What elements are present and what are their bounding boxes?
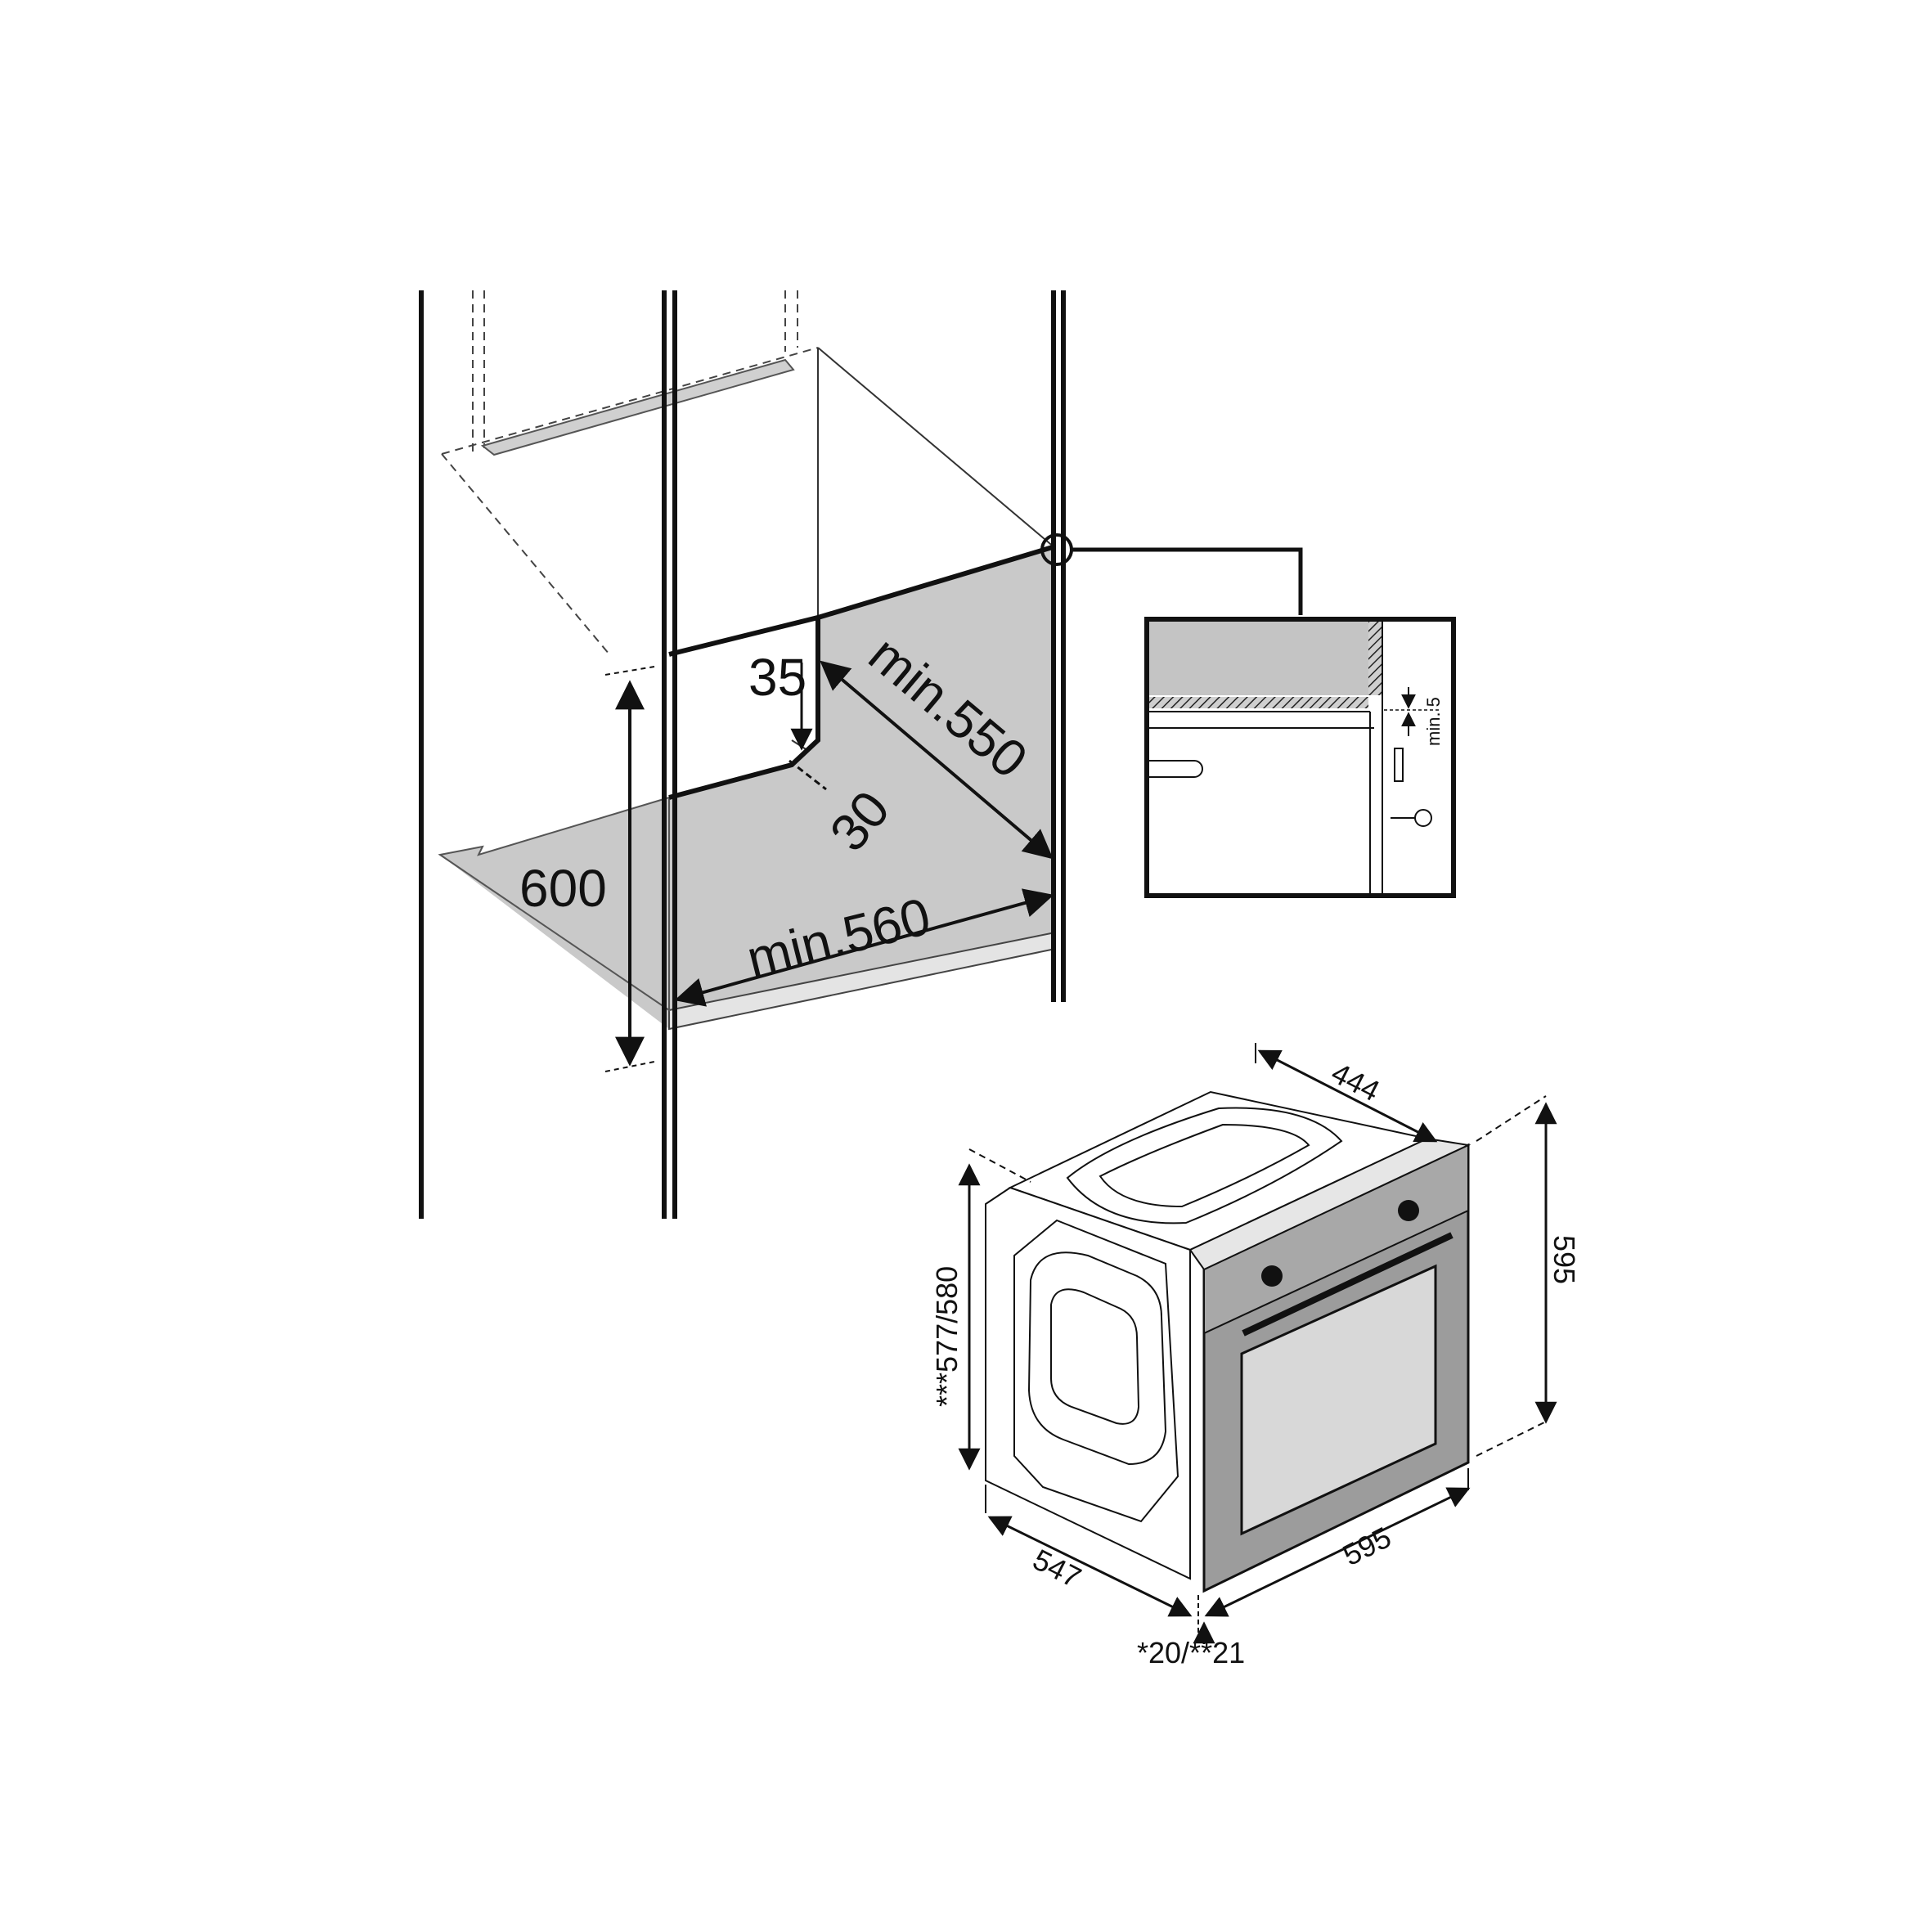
oven-height-label: 595 [1548, 1235, 1581, 1284]
niche-height-label: 600 [519, 859, 607, 918]
niche-opening [668, 544, 1056, 800]
detail-hatch-vertical [1368, 622, 1383, 695]
detail-oven-lines [1149, 622, 1432, 893]
oven-side-cutout [1013, 1219, 1179, 1523]
oven-depth-label: 547 [1027, 1543, 1086, 1595]
oven-drawing: 444 595 ***577/580 547 595 *20/**21 [930, 1043, 1581, 1669]
oven-top-depth-label: 444 [1326, 1056, 1385, 1108]
oven-body-height-label: ***577/580 [930, 1266, 964, 1407]
detail-hatch-horizontal [1149, 697, 1368, 708]
width-dimension-line [674, 888, 1054, 1007]
cabinet-boards [419, 290, 1066, 1219]
oven-side-inner-outline [1027, 1251, 1167, 1466]
oven-front-thickness-label: *20/**21 [1137, 1636, 1245, 1669]
oven-window [1240, 1264, 1437, 1536]
oven-dimension-lines [958, 1043, 1557, 1644]
height-ext-top [604, 666, 655, 676]
top-shelf-strip [480, 358, 795, 456]
oven-side [985, 1186, 1191, 1580]
niche-gap-top-label: 35 [748, 648, 806, 707]
detail-worktop [1149, 622, 1368, 695]
oven-knob-right [1398, 1200, 1419, 1221]
depth-dimension-line [820, 660, 1054, 860]
gap-back-dimension-line [789, 759, 827, 791]
detail-clearance-label: min. 5 [1423, 697, 1444, 746]
upper-cabinet-dashed [441, 290, 819, 655]
cabinet-niche: 600 35 30 min.550 min.560 [419, 290, 1303, 1219]
oven-knob-left [1261, 1265, 1283, 1287]
detail-inset: min. 5 [1144, 617, 1456, 898]
detail-leader-line [1072, 547, 1303, 615]
oven-top-recess-inner [1099, 1123, 1310, 1208]
oven-top-trim [1188, 1137, 1471, 1271]
oven-door-handle [1242, 1232, 1453, 1337]
oven-side-window [1050, 1288, 1140, 1425]
